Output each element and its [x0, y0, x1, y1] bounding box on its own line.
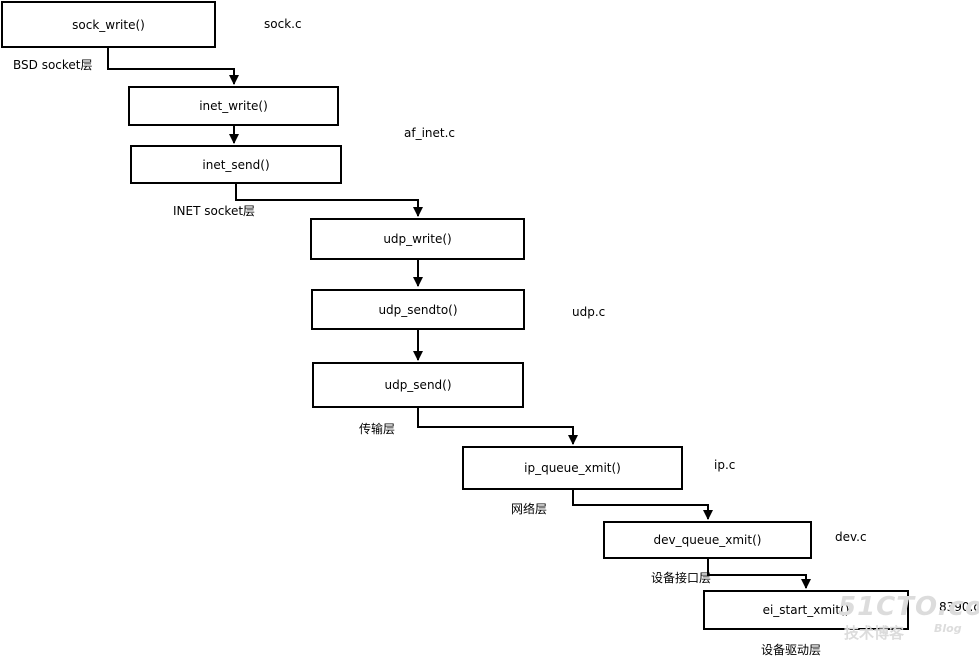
layer-label-transport: 传输层 — [359, 422, 396, 436]
node-udp-write: udp_write() — [310, 218, 525, 260]
layer-label-bsd-socket: BSD socket层 — [13, 58, 93, 72]
layer-label-device-driver: 设备驱动层 — [761, 643, 822, 657]
node-udp-send-label: udp_send() — [384, 378, 452, 392]
file-label-udp-c: udp.c — [572, 305, 606, 319]
node-ip-queue-xmit-label: ip_queue_xmit() — [524, 461, 621, 475]
layer-label-inet-socket: INET socket层 — [173, 204, 256, 218]
node-dev-queue-xmit: dev_queue_xmit() — [603, 521, 812, 559]
node-udp-send: udp_send() — [312, 362, 524, 408]
node-sock-write-label: sock_write() — [72, 17, 145, 32]
layer-label-network: 网络层 — [511, 502, 548, 516]
file-label-ip-c: ip.c — [714, 458, 736, 472]
arrow-dev-queue-xmit-to-ei-start-xmit — [707, 558, 811, 589]
node-dev-queue-xmit-label: dev_queue_xmit() — [653, 533, 762, 547]
file-label-8390-c: 8390.c — [939, 600, 979, 614]
node-udp-write-label: udp_write() — [383, 232, 452, 246]
layer-label-device-interface: 设备接口层 — [651, 571, 712, 585]
node-inet-send: inet_send() — [130, 145, 342, 184]
node-udp-sendto: udp_sendto() — [311, 289, 525, 330]
arrow-ip-queue-xmit-to-dev-queue-xmit — [572, 489, 713, 520]
node-ei-start-xmit-label: ei_start_xmit() — [762, 603, 850, 617]
node-ip-queue-xmit: ip_queue_xmit() — [462, 446, 683, 490]
node-inet-send-label: inet_send() — [202, 157, 270, 172]
node-ei-start-xmit: ei_start_xmit() — [703, 590, 909, 630]
arrow-sock-write-to-inet-write — [107, 48, 239, 85]
arrow-inet-send-to-udp-write — [235, 183, 423, 217]
node-sock-write: sock_write() — [1, 1, 216, 48]
file-label-af-inet-c: af_inet.c — [404, 126, 456, 140]
file-label-dev-c: dev.c — [835, 530, 867, 544]
node-inet-write-label: inet_write() — [199, 99, 268, 113]
arrow-udp-send-to-ip-queue-xmit — [417, 408, 578, 445]
node-udp-sendto-label: udp_sendto() — [378, 302, 458, 317]
file-label-sock-c: sock.c — [264, 17, 302, 31]
node-inet-write: inet_write() — [128, 86, 339, 126]
